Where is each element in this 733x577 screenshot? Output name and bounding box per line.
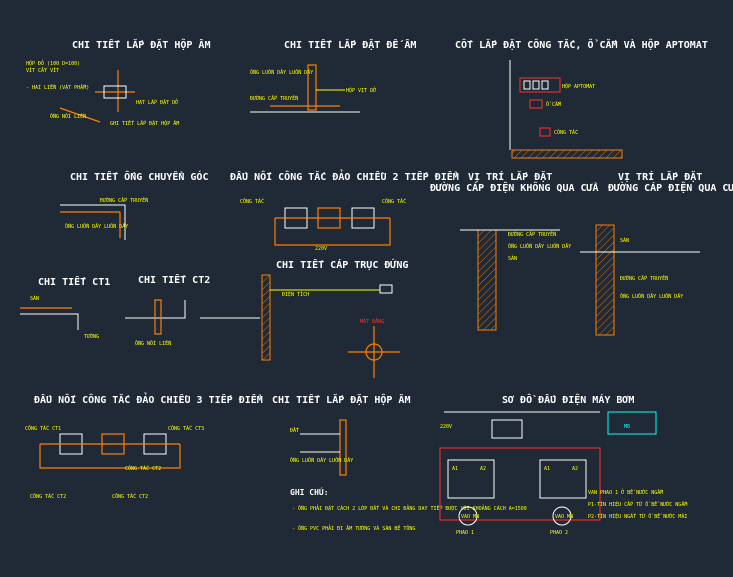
- svg-text:ỐNG LUỒN DÂY LUỒN DÂY: ỐNG LUỒN DÂY LUỒN DÂY: [290, 457, 353, 464]
- title-dau-noi-3: ĐẤU NỐI CÔNG TẮC ĐẢO CHIỀU 3 TIẾP ĐIỂM: [34, 392, 263, 406]
- svg-text:SÀN: SÀN: [620, 237, 629, 244]
- svg-text:CÔNG TẮC CT3: CÔNG TẮC CT3: [168, 425, 204, 432]
- diagram-ct2: ỐNG NỐI LIỀN: [125, 299, 260, 347]
- svg-text:PHAO 1: PHAO 1: [456, 530, 474, 536]
- note-line-2: - ỐNG PVC PHẢI ĐI ÂM TƯỜNG VÀ SÀN BÊ TÔN…: [292, 524, 415, 532]
- title-cot-lap-dat: CỐT LẮP ĐẶT CÔNG TẮC, Ổ CẮM VÀ HỘP APTOM…: [455, 37, 708, 51]
- diagram-cot-lap-dat: HỘP APTOMAT Ổ CẮM CÔNG TẮC: [509, 60, 623, 159]
- title-ong-chuyen-goc: CHI TIẾT ỐNG CHUYỂN GÓC: [70, 170, 208, 183]
- diagram-de-am: ỐNG LUỒN DÂY LUỒN DÂY ĐƯỜNG CẤP TRUYỀN H…: [250, 64, 376, 113]
- svg-text:SÀN: SÀN: [508, 255, 517, 262]
- svg-text:ĐIỆN TÍCH: ĐIỆN TÍCH: [282, 290, 309, 298]
- diagram-may-bom: MB A1 A2 A1 A2 VAO MN VAO MN PHAO 1 PHAO…: [439, 411, 687, 536]
- svg-text:HẠT LẮP ĐẶT DỞ: HẠT LẮP ĐẶT DỞ: [136, 98, 178, 106]
- diagram-vi-tri-2: SÀN ĐƯỜNG CẤP TRUYỀN ỐNG LUỒN DÂY LUỒN D…: [580, 224, 700, 336]
- svg-text:CÔNG TẮC: CÔNG TẮC: [240, 198, 264, 205]
- svg-text:A1: A1: [452, 466, 458, 472]
- svg-text:ỐNG LUỒN DÂY LUỒN DÂY: ỐNG LUỒN DÂY LUỒN DÂY: [250, 69, 313, 76]
- svg-text:CÔNG TẮC CT2: CÔNG TẮC CT2: [125, 465, 161, 472]
- diagram-cap-truc-dung: ĐIỆN TÍCH MẶT BẰNG: [261, 274, 400, 378]
- title-dau-noi-2: ĐẤU NỐI CÔNG TẮC ĐẢO CHIỀU 2 TIẾP ĐIỂM: [230, 169, 459, 183]
- title-ct2: CHI TIẾT CT2: [138, 273, 210, 286]
- svg-text:TƯỜNG: TƯỜNG: [84, 333, 99, 340]
- mat-bang-cross: [348, 326, 400, 378]
- svg-text:VAN PHAO 1 Ở BỂ NƯỚC NGẦM: VAN PHAO 1 Ở BỂ NƯỚC NGẦM: [588, 488, 663, 496]
- title-vi-tri-2a: VỊ TRÍ LẮP ĐẶT: [618, 170, 702, 183]
- svg-text:P2-TÍN HIỆU NGẮT TỪ Ổ BỂ NƯỚC: P2-TÍN HIỆU NGẮT TỪ Ổ BỂ NƯỚC MÁI: [588, 512, 687, 520]
- svg-text:MẶT BẰNG: MẶT BẰNG: [360, 317, 384, 325]
- svg-text:ỐNG LUỒN DÂY LUỒN DÂY: ỐNG LUỒN DÂY LUỒN DÂY: [508, 243, 571, 250]
- title-hop-am: CHI TIẾT LẮP ĐẶT HỘP ÂM: [72, 37, 210, 51]
- title-vi-tri-2b: ĐƯỜNG CÁP ĐIỆN QUA CỬA: [608, 180, 733, 194]
- svg-text:VAO MN: VAO MN: [555, 514, 573, 520]
- svg-text:ĐƯỜNG CẤP TRUYỀN: ĐƯỜNG CẤP TRUYỀN: [620, 274, 668, 282]
- title-hop-am-2: CHI TIẾT LẮP ĐẶT HỘP ÂM: [272, 392, 410, 406]
- diagram-hop-am: HỘP ĐỎ (100 D=100) VÍT CẤY VÍT - HAI LIỀ…: [26, 59, 179, 127]
- svg-text:HỘP VỊT DỞ: HỘP VỊT DỞ: [346, 86, 376, 94]
- svg-text:ỐNG LUỒN DÂY LUỒN DÂY: ỐNG LUỒN DÂY LUỒN DÂY: [620, 293, 683, 300]
- svg-text:A1: A1: [544, 466, 550, 472]
- svg-text:GHI TIẾT LẮP ĐẶT HỘP ÂM: GHI TIẾT LẮP ĐẶT HỘP ÂM: [110, 119, 179, 127]
- svg-text:P1-TÍN HIỆU CẤP TỪ Ổ BỂ NƯỚC N: P1-TÍN HIỆU CẤP TỪ Ổ BỂ NƯỚC NGẦM: [588, 500, 687, 508]
- svg-text:220V: 220V: [440, 424, 452, 430]
- svg-text:A2: A2: [480, 466, 486, 472]
- svg-text:CÔNG TẮC CT2: CÔNG TẮC CT2: [30, 493, 66, 500]
- note-line-1: - ỐNG PHẢI ĐẶT CÁCH 2 LỚP ĐẤT VÀ CHI ĐẢN…: [292, 504, 527, 512]
- title-so-do-bom: SƠ ĐỒ ĐẤU ĐIỆN MÁY BƠM: [502, 392, 634, 406]
- svg-text:ỐNG NỐI LIỀN: ỐNG NỐI LIỀN: [50, 112, 86, 120]
- title-vi-tri-1b: ĐƯỜNG CÁP ĐIỆN KHÔNG QUA CỬA: [430, 180, 599, 194]
- title-cap-truc-dung: CHI TIẾT CÁP TRỤC ĐỨNG: [276, 258, 408, 271]
- title-de-am: CHI TIẾT LẮP ĐẶT ĐẾ ÂM: [284, 38, 416, 51]
- diagram-dau-noi-3: CÔNG TẮC CT1 CÔNG TẮC CT3 CÔNG TẮC CT2 C…: [25, 425, 204, 500]
- svg-text:CÔNG TẮC CT2: CÔNG TẮC CT2: [112, 493, 148, 500]
- title-ct1: CHI TIẾT CT1: [38, 275, 110, 288]
- svg-text:ỐNG NỐI LIỀN: ỐNG NỐI LIỀN: [135, 339, 171, 347]
- svg-text:ĐẤT: ĐẤT: [290, 427, 299, 434]
- diagram-hop-am-2: ĐẤT ỐNG LUỒN DÂY LUỒN DÂY: [290, 419, 353, 476]
- svg-text:CÔNG TẮC: CÔNG TẮC: [554, 129, 578, 136]
- svg-text:ĐƯỜNG CẤP TRUYỀN: ĐƯỜNG CẤP TRUYỀN: [250, 94, 298, 102]
- svg-text:SÀN: SÀN: [30, 295, 39, 302]
- svg-text:ĐƯỜNG CẤP TRUYỀN: ĐƯỜNG CẤP TRUYỀN: [508, 230, 556, 238]
- svg-text:VÍT CẤY VÍT: VÍT CẤY VÍT: [26, 66, 59, 74]
- svg-text:- HAI LIỀN (VẬT PHẨM): - HAI LIỀN (VẬT PHẨM): [26, 83, 89, 91]
- svg-text:CÔNG TẮC CT1: CÔNG TẮC CT1: [25, 425, 61, 432]
- svg-text:220V: 220V: [315, 246, 327, 252]
- diagram-ct1: SÀN TƯỜNG: [20, 295, 99, 340]
- svg-text:VAO MN: VAO MN: [461, 514, 479, 520]
- svg-text:PHAO 2: PHAO 2: [550, 530, 568, 536]
- svg-text:CÔNG TẮC: CÔNG TẮC: [382, 198, 406, 205]
- svg-text:Ổ CẮM: Ổ CẮM: [546, 101, 561, 108]
- title-ghi-chu: GHI CHÚ:: [290, 486, 329, 497]
- svg-text:A2: A2: [572, 466, 578, 472]
- svg-text:MB: MB: [624, 424, 630, 430]
- diagram-vi-tri-1: ĐƯỜNG CẤP TRUYỀN ỐNG LUỒN DÂY LUỒN DÂY S…: [460, 229, 571, 331]
- svg-text:HỘP APTOMAT: HỘP APTOMAT: [562, 82, 595, 90]
- diagram-dau-noi-2: CÔNG TẮC CÔNG TẮC 220V: [240, 198, 406, 252]
- svg-text:HỘP ĐỎ (100 D=100): HỘP ĐỎ (100 D=100): [26, 59, 80, 67]
- diagram-ong-chuyen-goc: ĐƯỜNG CẤP TRUYỀN ỐNG LUỒN DÂY LUỒN DÂY: [60, 196, 148, 240]
- svg-text:ĐƯỜNG CẤP TRUYỀN: ĐƯỜNG CẤP TRUYỀN: [100, 196, 148, 204]
- svg-text:ỐNG LUỒN DÂY LUỒN DÂY: ỐNG LUỒN DÂY LUỒN DÂY: [65, 223, 128, 230]
- title-vi-tri-1a: VỊ TRÍ LẮP ĐẶT: [468, 170, 552, 183]
